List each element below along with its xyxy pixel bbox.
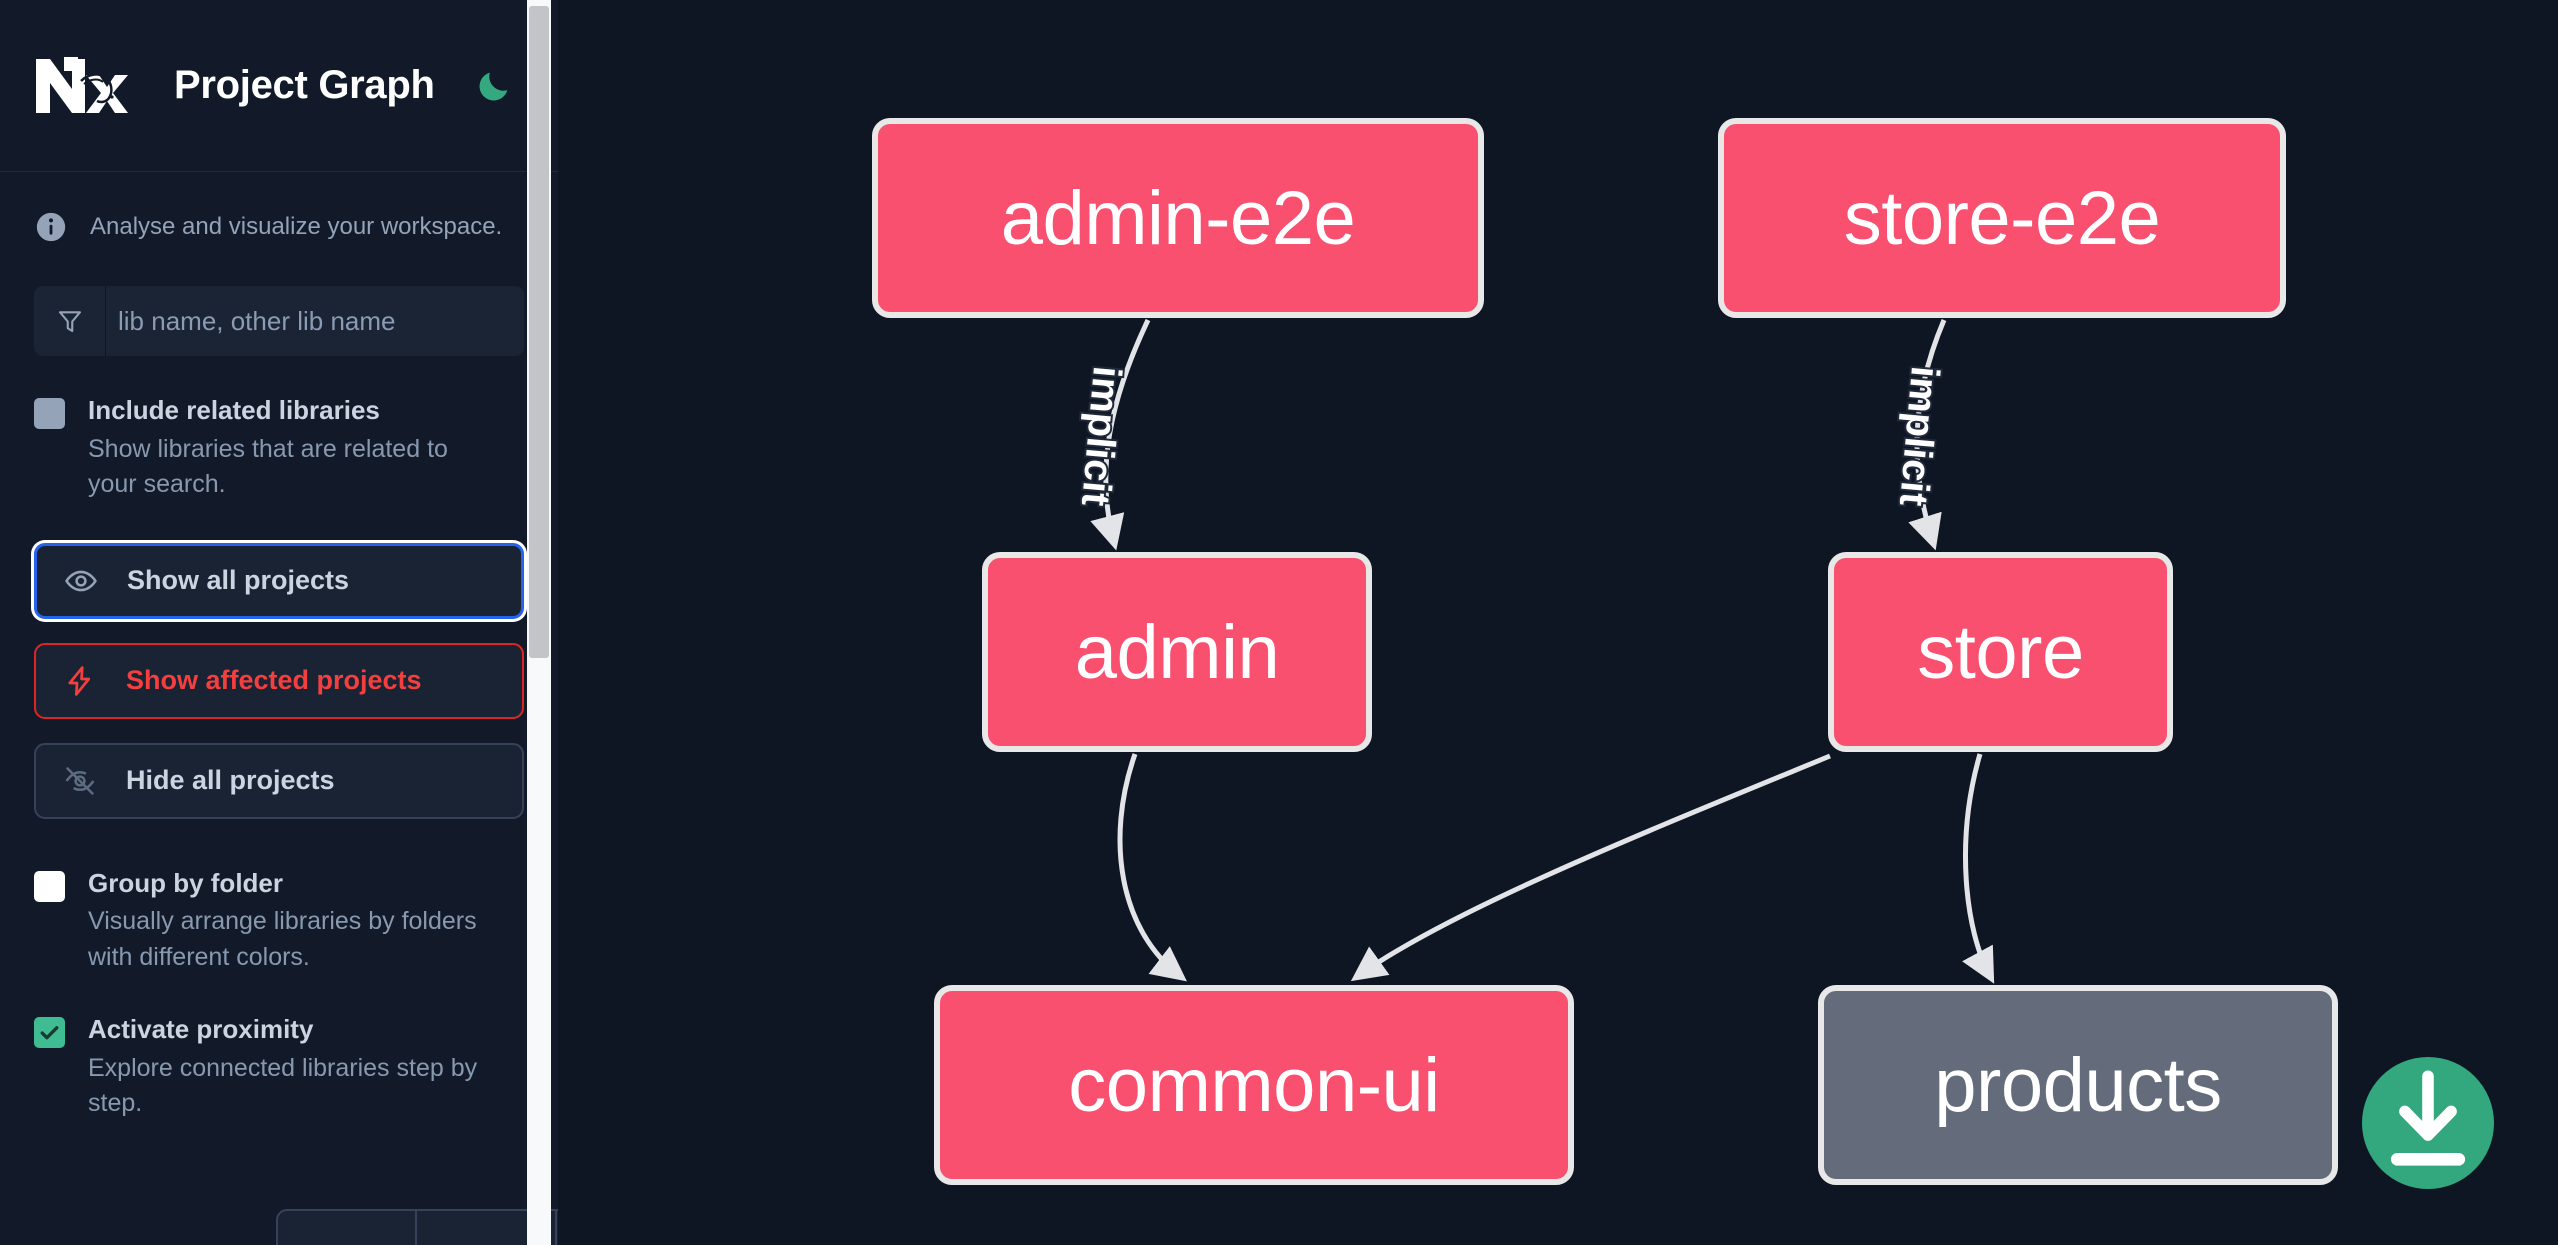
project-graph-canvas[interactable]: implicit implicit admin-e2e store-e2e admin… bbox=[558, 0, 2558, 1245]
graph-edge-store-e2e-to-store bbox=[1908, 319, 1947, 551]
option-include-related-libraries[interactable]: Include related libraries Show libraries… bbox=[34, 394, 524, 503]
search-field[interactable] bbox=[34, 286, 524, 356]
graph-edge-store-to-products bbox=[1962, 753, 1995, 984]
graph-edge-admin-to-common-ui bbox=[1117, 753, 1187, 982]
workspace-info: Analyse and visualize your workspace. bbox=[0, 172, 558, 244]
eye-off-icon bbox=[58, 764, 102, 798]
download-graph-button[interactable] bbox=[2362, 1057, 2494, 1189]
graph-node-admin[interactable]: admin bbox=[982, 552, 1372, 752]
graph-node-label: admin-e2e bbox=[1000, 175, 1356, 261]
filter-icon bbox=[34, 286, 106, 356]
show-all-projects-label: Show all projects bbox=[127, 565, 350, 595]
button-group-segment-2[interactable] bbox=[417, 1211, 557, 1245]
graph-node-label: common-ui bbox=[1068, 1042, 1440, 1128]
option-description: Show libraries that are related to your … bbox=[88, 434, 448, 499]
option-description: Explore connected libraries step by step… bbox=[88, 1053, 478, 1118]
lightning-bolt-icon bbox=[58, 664, 102, 698]
search-input[interactable] bbox=[106, 286, 524, 356]
graph-node-label: store bbox=[1917, 609, 2084, 695]
graph-node-label: store-e2e bbox=[1843, 175, 2161, 261]
option-label: Group by folder bbox=[88, 867, 283, 898]
sidebar-body: Include related libraries Show libraries… bbox=[0, 244, 558, 1122]
hide-all-projects-label: Hide all projects bbox=[126, 765, 335, 795]
graph-node-label: admin bbox=[1074, 609, 1280, 695]
option-activate-proximity[interactable]: Activate proximity Explore connected lib… bbox=[34, 1013, 524, 1122]
checkbox-include-related-libraries[interactable] bbox=[34, 398, 65, 429]
graph-node-store-e2e[interactable]: store-e2e bbox=[1718, 118, 2286, 318]
hide-all-projects-button[interactable]: Hide all projects bbox=[34, 742, 524, 819]
graph-edge-store-to-common-ui bbox=[1350, 753, 1831, 982]
show-all-projects-button[interactable]: Show all projects bbox=[34, 542, 524, 619]
show-affected-projects-label: Show affected projects bbox=[126, 665, 422, 695]
page-title: Project Graph bbox=[174, 63, 435, 107]
graph-edge-label: implicit bbox=[1073, 364, 1129, 507]
graph-node-products[interactable]: products bbox=[1818, 985, 2338, 1185]
workspace-info-text: Analyse and visualize your workspace. bbox=[90, 213, 503, 240]
info-icon bbox=[34, 210, 68, 244]
graph-node-label: products bbox=[1934, 1042, 2222, 1128]
graph-node-common-ui[interactable]: common-ui bbox=[934, 985, 1574, 1185]
graph-edge-label: implicit bbox=[1891, 364, 1947, 507]
moon-icon[interactable] bbox=[471, 63, 517, 109]
nx-logo-icon bbox=[34, 55, 130, 117]
option-group-by-folder[interactable]: Group by folder Visually arrange librari… bbox=[34, 867, 524, 976]
eye-icon bbox=[59, 564, 103, 598]
sidebar-scrollbar-thumb[interactable] bbox=[529, 6, 549, 658]
option-label: Activate proximity bbox=[88, 1014, 314, 1044]
sidebar-header: Project Graph bbox=[0, 0, 558, 172]
graph-node-admin-e2e[interactable]: admin-e2e bbox=[872, 118, 1484, 318]
checkbox-group-by-folder[interactable] bbox=[34, 870, 65, 902]
checkbox-activate-proximity[interactable] bbox=[34, 1017, 65, 1048]
graph-edge-admin-e2e-to-admin bbox=[1090, 318, 1151, 551]
option-label: Include related libraries bbox=[88, 395, 380, 425]
sidebar-scrollbar[interactable] bbox=[527, 0, 551, 1245]
sidebar: Project Graph Analyse and visualize your… bbox=[0, 0, 558, 1245]
show-affected-projects-button[interactable]: Show affected projects bbox=[34, 642, 524, 719]
text-filter-button-group[interactable] bbox=[276, 1209, 558, 1245]
option-description: Visually arrange libraries by folders wi… bbox=[88, 907, 477, 971]
graph-edges: implicit implicit bbox=[1071, 318, 1995, 984]
button-group-segment-1[interactable] bbox=[278, 1211, 418, 1245]
graph-node-store[interactable]: store bbox=[1828, 552, 2173, 752]
